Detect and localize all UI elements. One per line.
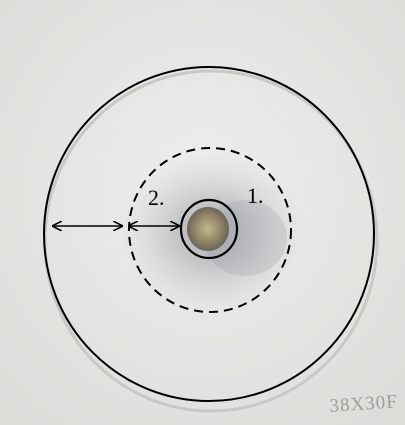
zone-1-label: 1. [247, 183, 264, 208]
zone-2-label: 2. [148, 185, 165, 210]
colony-spot [187, 207, 229, 251]
